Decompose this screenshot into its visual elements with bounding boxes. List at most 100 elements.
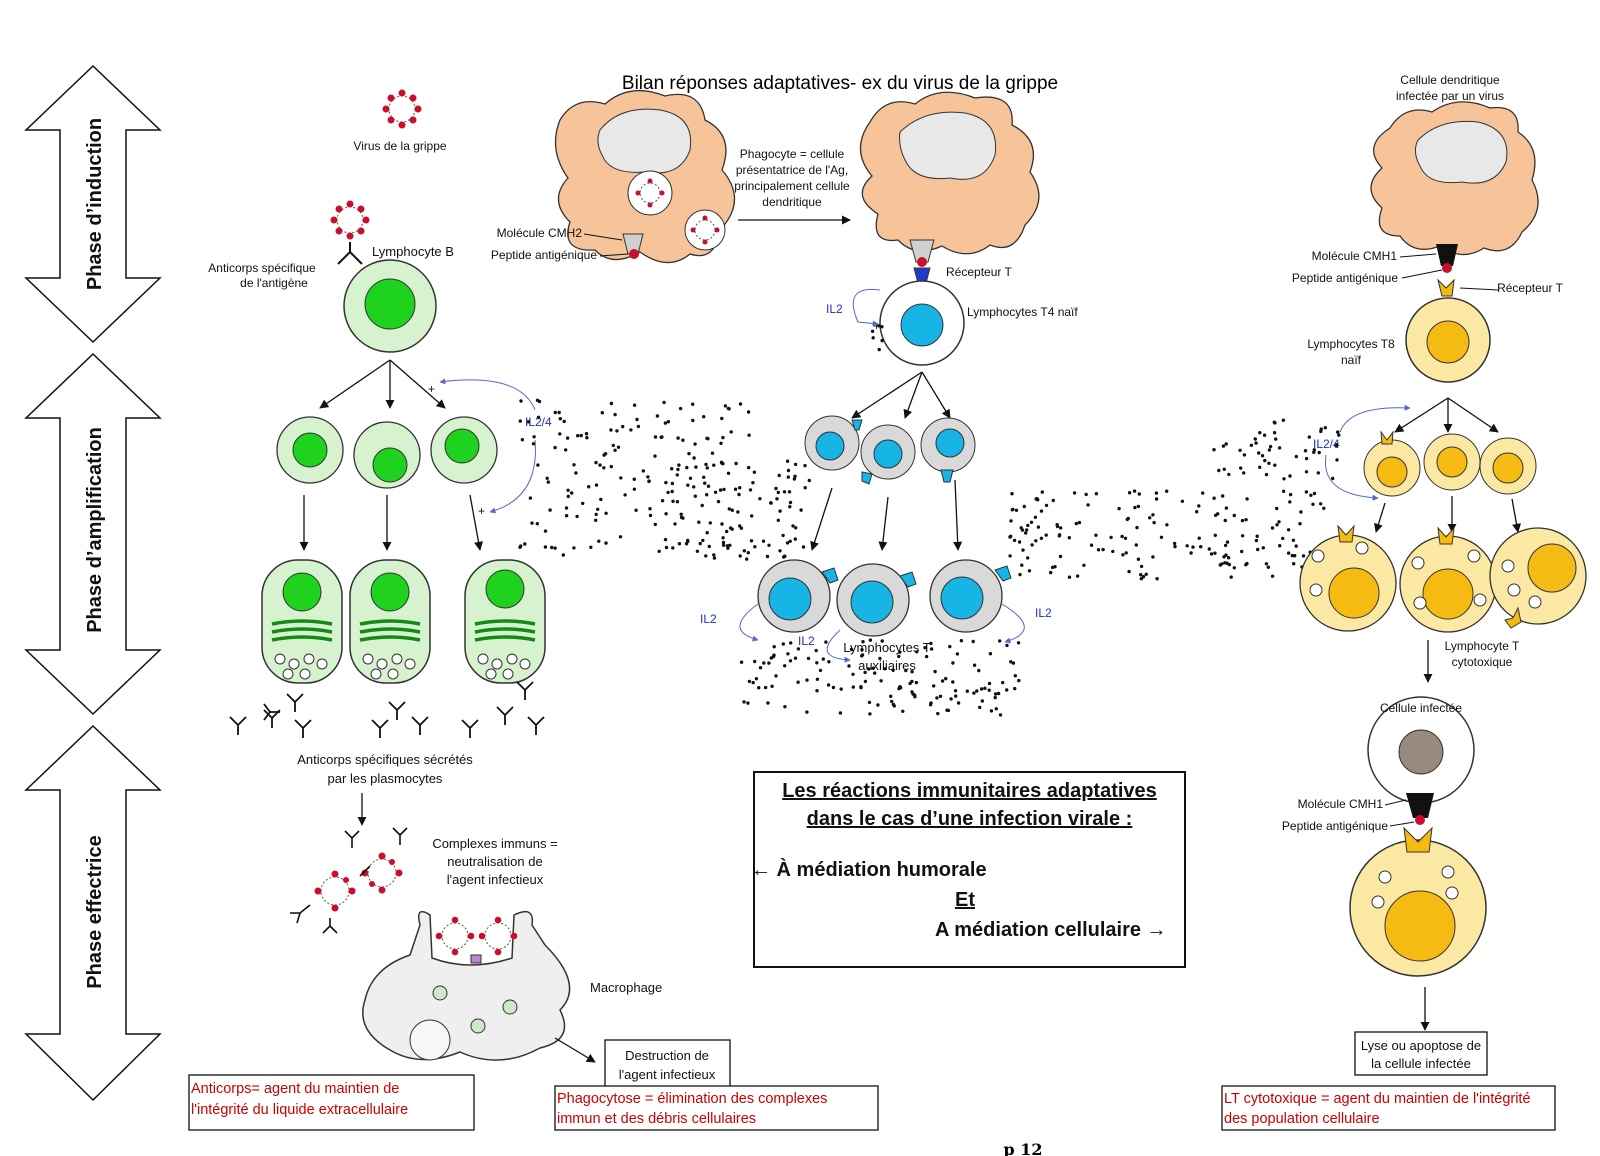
il2-dot (670, 467, 674, 471)
il2-dot (520, 438, 525, 442)
il2-dot (868, 638, 873, 642)
phase-induction-label: Phase d’induction (84, 118, 106, 290)
il2-dot (546, 480, 550, 484)
summary-cellular: A médiation cellulaire → (935, 919, 1167, 941)
il2-dot (557, 410, 561, 415)
il2-dot (775, 497, 779, 501)
il2-dot (910, 670, 914, 674)
il2-dot (932, 684, 936, 688)
il2-dot (596, 507, 600, 511)
il2-dot (923, 646, 927, 650)
il2-dot (1335, 458, 1339, 462)
il2-dot (675, 500, 680, 504)
il2-dot (726, 406, 730, 411)
il2-dot (774, 674, 778, 678)
il2-dot (793, 537, 797, 541)
il2-dot (519, 399, 523, 403)
il2-dot (1034, 539, 1038, 543)
il2-dot (597, 539, 601, 543)
t-helper-label-1: Lymphocytes T (843, 640, 930, 655)
il2-dot (748, 488, 753, 492)
il2-dot (1074, 521, 1079, 526)
il2-dot (983, 686, 987, 690)
il2-dot (721, 540, 726, 545)
il2-dot (805, 710, 809, 714)
il2-dot (692, 456, 696, 460)
il2-dot (908, 681, 912, 686)
il2-dot (545, 476, 549, 480)
il2-dot (959, 639, 964, 643)
il2-dot (528, 496, 533, 500)
infected-dendritic-cell (1370, 101, 1539, 273)
il2-dot (814, 648, 818, 653)
il2-dot (1249, 443, 1254, 447)
t4-clone-3 (920, 417, 976, 483)
il2-dot (1273, 463, 1277, 467)
il2-dot (550, 545, 554, 550)
il2-dot (1299, 510, 1303, 514)
il2-dot (972, 691, 976, 695)
il2-dot (1005, 643, 1009, 648)
il2-dot (1025, 528, 1029, 532)
il2-dot (1307, 435, 1312, 439)
il2-dot (860, 654, 864, 658)
il2-dot (791, 524, 795, 528)
il2-dot (838, 711, 843, 715)
il2-dot (1222, 467, 1227, 471)
b-arrow-3 (389, 359, 446, 409)
phagocyte-label-2: présentatrice de l'Ag, (736, 163, 848, 177)
il2-dot (788, 505, 792, 509)
il2-dot (807, 478, 811, 483)
il2-dot (1039, 536, 1044, 540)
il2-dot (705, 493, 709, 497)
il2-dot (745, 557, 749, 561)
b-clone-3 (430, 416, 498, 484)
il2-dot (1133, 505, 1137, 510)
il2-dot (1134, 543, 1139, 547)
il2-dot (753, 545, 757, 549)
il2-dot (1270, 574, 1275, 578)
il2-dot (1245, 497, 1249, 501)
il2-dot (861, 640, 865, 644)
il2-dot (679, 515, 684, 520)
il2-dot (897, 654, 901, 659)
il2-dot (851, 672, 855, 676)
il2-dot (720, 522, 724, 526)
il2-dot (687, 451, 691, 456)
phase-amplification-arrow: Phase d’amplification (24, 352, 162, 716)
il2-dot (782, 555, 786, 559)
ctl-arrow-3 (1511, 498, 1522, 533)
secreted-antibodies-icon (229, 681, 545, 738)
t8-naive-cell (1405, 297, 1491, 383)
antibody-note-box: Anticorps= agent du maintien de l'intégr… (188, 1074, 475, 1131)
il2-dot (1286, 528, 1291, 532)
il2-dot (1213, 551, 1217, 555)
t8-clone-1 (1363, 430, 1421, 497)
il2-dot (787, 490, 792, 494)
il2-dot (786, 468, 791, 473)
il2-label-right: IL2 (1035, 606, 1052, 620)
ctl-cell-1 (1299, 524, 1397, 632)
il2-dot (1311, 502, 1315, 506)
il2-dot (754, 677, 759, 681)
plasmocyte-3 (464, 559, 546, 684)
il2-dot (911, 692, 915, 696)
il2-dot (876, 703, 880, 707)
il2-dot (1199, 545, 1203, 549)
il2-dot (1222, 555, 1226, 559)
il2-dot (647, 479, 651, 483)
phagocyte-label-4: dendritique (762, 195, 822, 209)
il2-dot (681, 438, 685, 442)
il2-dot (737, 492, 741, 497)
il2-dot (708, 521, 712, 525)
il2-dot (1290, 553, 1295, 558)
il2-dot (1309, 493, 1313, 497)
il2-dot (788, 539, 792, 543)
dendritic-infected-label-1: Cellule dendritique (1400, 73, 1500, 87)
il2-dot (1075, 574, 1080, 578)
il2-dot (1272, 431, 1277, 435)
il2-dot (653, 522, 657, 527)
il2-dot (1316, 471, 1321, 475)
il2-dot (692, 485, 696, 489)
il2-dot (660, 435, 664, 439)
